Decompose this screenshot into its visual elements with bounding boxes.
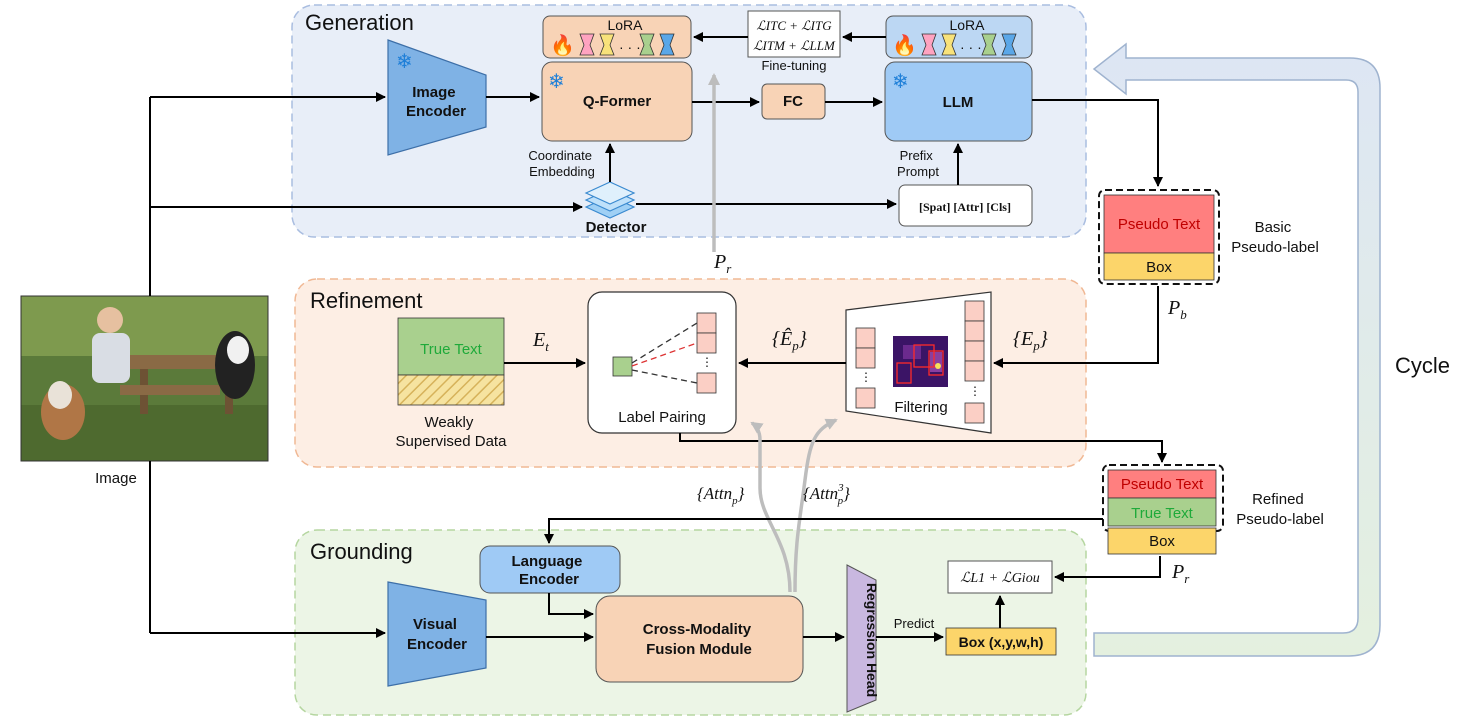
snowflake-icon: ❄ (548, 71, 565, 93)
refined-true-text-cell (1107, 497, 1217, 527)
true-text-cell (397, 317, 505, 376)
input-photo (20, 295, 269, 462)
basic-pseudo-text: Pseudo Text (1118, 216, 1201, 233)
svg-text:⋮: ⋮ (969, 384, 981, 398)
label-pairing-label: Label Pairing (618, 409, 706, 426)
image-label: Image (95, 470, 137, 487)
refined-pseudo-text-cell (1107, 469, 1217, 499)
refinement-arrows (504, 286, 1167, 463)
visual-encoder-label: Visual Encoder (407, 616, 467, 653)
predict-label: Predict (894, 616, 935, 631)
generation-title: Generation (305, 10, 414, 35)
ep-label: {Ep} (1013, 328, 1048, 353)
image-feed-lines (149, 97, 386, 638)
refinement-title: Refinement (310, 288, 423, 313)
basic-pseudo-text-cell (1103, 194, 1215, 254)
refined-box-cell (1107, 527, 1217, 555)
image-encoder-block (387, 39, 487, 156)
pb-label: Pb (1167, 297, 1187, 322)
svg-text:· · ·: · · · (619, 39, 641, 55)
refined-pseudo-label-title: Refined Pseudo-label (1236, 491, 1324, 528)
snowflake-icon: ❄ (396, 51, 413, 73)
et-label: Et (532, 329, 549, 354)
filtering-left-column: ⋮ (855, 327, 876, 409)
fusion-module-block (595, 595, 804, 683)
pairing-query-square (612, 356, 633, 377)
coordinate-embedding-label: Coordinate Embedding (528, 148, 595, 179)
ehat-label: {Êp} (772, 327, 807, 353)
basic-pseudo-label-title: Basic Pseudo-label (1231, 219, 1319, 256)
grey-feedback-arrows (708, 73, 838, 593)
regression-head-label: Regression Head (864, 583, 880, 697)
detector-label: Detector (586, 219, 647, 236)
cycle-band (1092, 42, 1381, 657)
prompt-tokens-label: [Spat] [Attr] [Cls] (919, 200, 1011, 214)
basic-box-cell (1103, 252, 1215, 281)
language-encoder-label: Language Encoder (511, 553, 586, 588)
flame-icon-right: 🔥 (892, 33, 917, 57)
generation-arrows (150, 32, 1163, 212)
loss-line-2: ℒITM + ℒLLM (753, 38, 836, 53)
pairing-candidates: ⋮ (696, 312, 717, 394)
refined-true-text: True Text (1131, 505, 1194, 522)
llm-block (884, 61, 1033, 142)
flame-icon: 🔥 (550, 33, 575, 57)
finetuning-label: Fine-tuning (761, 58, 826, 73)
hatched-cell (397, 374, 505, 406)
lora-right-label: LoRA (949, 17, 985, 33)
lora-left-block (542, 15, 692, 59)
fusion-module-label: Cross-Modality Fusion Module (643, 621, 756, 658)
attention-heatmap (893, 336, 948, 387)
box-output-block (945, 627, 1057, 656)
svg-text:· · ·: · · · (960, 39, 982, 55)
prompt-tokens-box (898, 184, 1033, 227)
qformer-label: Q-Former (583, 93, 652, 110)
box-output-label: Box (x,y,w,h) (959, 634, 1044, 650)
grounding-arrows (486, 518, 1161, 642)
grounding-loss-label: ℒL1 + ℒGiou (960, 571, 1039, 586)
cycle-label: Cycle (1395, 353, 1450, 378)
pr-bottom-label: Pr (1171, 561, 1190, 586)
refined-box-label: Box (1149, 533, 1175, 550)
llm-label: LLM (943, 94, 974, 111)
basic-box-label: Box (1146, 259, 1172, 276)
svg-text:⋮: ⋮ (701, 355, 713, 369)
true-text-label: True Text (420, 341, 483, 358)
weakly-supervised-label: Weakly Supervised Data (396, 414, 508, 450)
refined-pseudo-text: Pseudo Text (1121, 476, 1204, 493)
lora-left-label: LoRA (607, 17, 643, 33)
loss-line-1: ℒITC + ℒITG (756, 18, 832, 33)
losses-box (747, 10, 841, 58)
grounding-title: Grounding (310, 539, 413, 564)
image-encoder-label: Image Encoder (406, 84, 466, 120)
visual-encoder-block (387, 581, 487, 687)
basic-label-outline (1098, 189, 1220, 285)
snowflake-icon: ❄ (892, 71, 909, 93)
pairing-lines (631, 322, 698, 384)
filtering-right-column: ⋮ (964, 300, 985, 424)
lora-right-adapters: · · · (921, 33, 1017, 56)
lora-left-adapters: · · · (579, 33, 675, 56)
pr-top-label: Pr (713, 251, 732, 276)
attn-hat-label: {Attnp} (697, 484, 745, 507)
svg-text:⋮: ⋮ (860, 370, 872, 384)
grounding-loss-box (947, 560, 1053, 594)
regression-head-block (846, 564, 877, 713)
detector-icon (584, 181, 636, 219)
prefix-prompt-label: Prefix Prompt (897, 148, 939, 179)
fc-label: FC (783, 93, 803, 110)
filtering-label: Filtering (894, 399, 947, 416)
